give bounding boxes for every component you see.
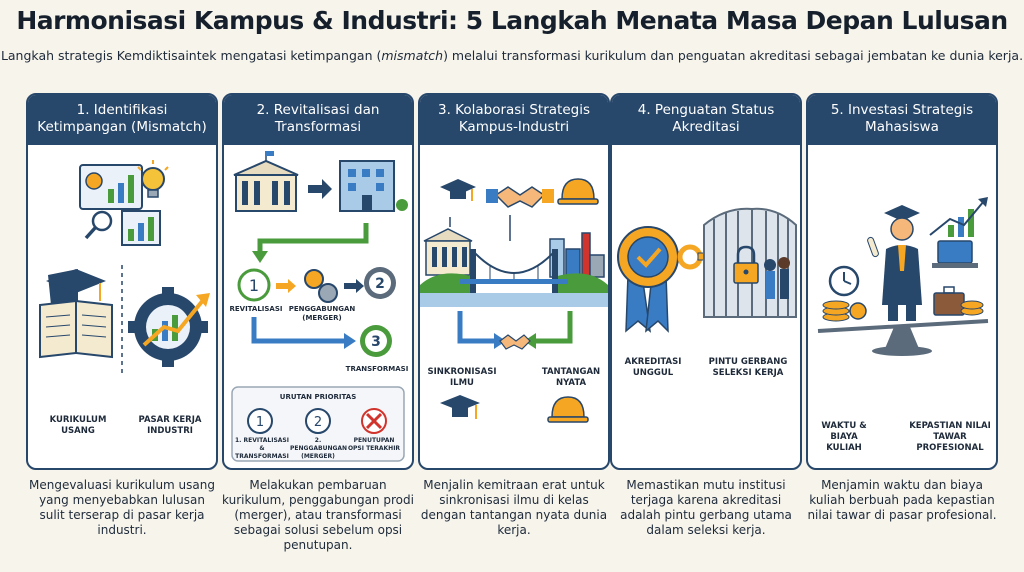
step-5-label-right: KEPASTIAN NILAI TAWAR PROFESIONAL xyxy=(909,421,991,453)
gear-3-number: 3 xyxy=(371,334,381,350)
step-5-header: 5. Investasi Strategis Mahasiswa xyxy=(808,95,996,145)
step-4-title-line1: 4. Penguatan Status xyxy=(637,102,775,118)
graduation-cap-icon xyxy=(440,179,476,201)
priority-2-label: 2. PENGGABUNGAN (MERGER) xyxy=(290,437,348,460)
step-1-label-right: PASAR KERJA INDUSTRI xyxy=(138,415,202,436)
page-title: Harmonisasi Kampus & Industri: 5 Langkah… xyxy=(16,6,1008,35)
priority-2-number: 2 xyxy=(314,415,322,430)
scale-icon xyxy=(817,319,989,356)
briefcase-icon xyxy=(933,286,984,316)
revitalisasi-label: REVITALISASI xyxy=(229,305,283,313)
priority-3-label: PENUTUPAN OPSI TERAKHIR xyxy=(347,437,401,452)
step-5-title-line1: 5. Investasi Strategis xyxy=(830,102,974,118)
priority-1-number: 1 xyxy=(256,415,264,430)
step-2-description: Melakukan pembaruan kurikulum, penggabun… xyxy=(222,478,414,552)
step-4-label-right: PINTU GERBANG SELEKSI KERJA xyxy=(708,357,788,378)
step-4-header: 4. Penguatan Status Akreditasi xyxy=(612,95,800,145)
step-4-description: Memastikan mutu institusi terjaga karena… xyxy=(620,478,792,537)
gear-2-icon: 2 xyxy=(364,267,396,299)
step-2-header: 2. Revitalisasi dan Transformasi xyxy=(224,95,412,145)
university-icon-2 xyxy=(423,228,473,276)
coins-icon xyxy=(822,300,867,322)
step-3-description: Menjalin kemitraan erat untuk sinkronisa… xyxy=(420,478,608,537)
chart-icon xyxy=(79,164,161,246)
step-1-title-line2: Ketimpangan (Mismatch) xyxy=(37,119,207,135)
lock-icon xyxy=(733,245,759,284)
factory-icon xyxy=(549,232,605,278)
revitalisasi-icon: 1 xyxy=(237,268,271,302)
step-5-title-line2: Mahasiswa xyxy=(865,119,939,135)
step-card-2: 2. Revitalisasi dan Transformasi xyxy=(222,93,414,470)
step-4-title-line2: Akreditasi xyxy=(672,119,740,135)
page-subtitle: Langkah strategis Kemdiktisaintek mengat… xyxy=(0,48,1024,63)
handshake-icon xyxy=(486,186,554,208)
gate-icon xyxy=(703,207,797,318)
priority-title: URUTAN PRIORITAS xyxy=(279,393,357,401)
bridge-icon xyxy=(420,249,608,307)
gear-2-number: 2 xyxy=(375,276,385,292)
step-3-title-line2: Kampus-Industri xyxy=(458,119,570,135)
step-1-description: Mengevaluasi kurikulum usang yang menyeb… xyxy=(28,478,215,537)
step-2-title-line1: 2. Revitalisasi dan xyxy=(256,102,380,118)
step-1-label-left: KURIKULUM USANG xyxy=(49,415,107,436)
subtitle-text-post: ) melalui transformasi kurikulum dan pen… xyxy=(443,48,1024,63)
step-5-label-left: WAKTU & BIAYA KULIAH xyxy=(821,421,867,453)
step-1-title-line1: 1. Identifikasi xyxy=(76,102,168,118)
step-card-3: 3. Kolaborasi Strategis Kampus-Industri xyxy=(418,93,610,470)
step-2-title-line2: Transformasi xyxy=(274,119,362,135)
priority-1-label: 1. REVITALISASI & TRANSFORMASI xyxy=(235,437,289,460)
step-3-label-right: TANTANGAN NYATA xyxy=(541,367,601,388)
merger-gears-icon xyxy=(304,269,338,303)
hardhat-icon xyxy=(557,178,599,205)
gear-icon xyxy=(128,287,210,367)
step-3-title-line1: 3. Kolaborasi Strategis xyxy=(437,102,590,118)
gear-3-icon: 3 xyxy=(360,325,392,357)
laptop-icon xyxy=(932,240,978,268)
subtitle-text-italic: mismatch xyxy=(381,48,444,63)
penggabungan-label: PENGGABUNGAN (MERGER) xyxy=(288,305,356,322)
graduation-cap-icon-2 xyxy=(440,395,480,419)
step-card-1: 1. Identifikasi Ketimpangan (Mismatch) xyxy=(26,93,218,470)
transformasi-label: TRANSFORMASI xyxy=(345,365,409,373)
badge-icon xyxy=(617,226,679,333)
step-card-4: 4. Penguatan Status Akreditasi xyxy=(610,93,802,470)
step-1-header: 1. Identifikasi Ketimpangan (Mismatch) xyxy=(28,95,216,145)
step-3-header: 3. Kolaborasi Strategis Kampus-Industri xyxy=(420,95,608,145)
revitalisasi-number: 1 xyxy=(249,276,259,295)
graduate-icon xyxy=(867,205,922,321)
office-icon xyxy=(339,160,408,212)
lightbulb-icon xyxy=(137,160,169,198)
step-card-5: 5. Investasi Strategis Mahasiswa xyxy=(806,93,998,470)
growth-chart-icon xyxy=(929,197,988,237)
clock-icon xyxy=(828,265,860,297)
close-icon xyxy=(361,408,387,434)
step-3-label-left: SINKRONISASI ILMU xyxy=(427,367,497,388)
subtitle-text-pre: Langkah strategis Kemdiktisaintek mengat… xyxy=(0,48,382,63)
handshake-icon-2 xyxy=(499,334,531,350)
book-icon xyxy=(39,269,113,359)
step-4-label-left: AKREDITASI UNGGUL xyxy=(624,357,682,378)
university-icon xyxy=(233,151,299,212)
step-5-description: Menjamin waktu dan biaya kuliah berbuah … xyxy=(807,478,997,522)
hardhat-icon-2 xyxy=(547,396,589,423)
